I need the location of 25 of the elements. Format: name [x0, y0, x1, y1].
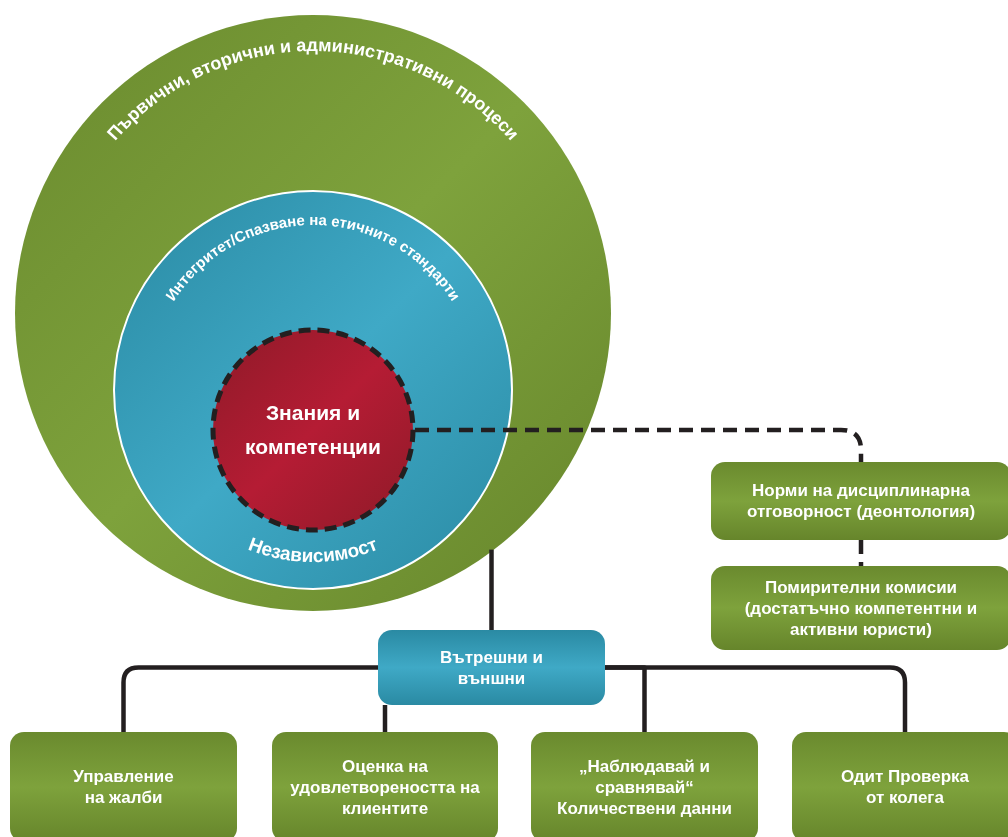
circle-label: Независимост	[245, 533, 381, 567]
node-label: Управление на жалби	[72, 766, 175, 808]
outer-circle	[15, 15, 611, 611]
connector-line	[121, 665, 378, 732]
node-label: „Наблюдавай и сравнявай“ Количествени данни	[556, 755, 733, 819]
node-label: Оценка на удовлетвореността на клиентите	[289, 755, 481, 819]
inner-circle	[213, 330, 413, 530]
connector-line	[605, 665, 908, 732]
connector-line	[489, 549, 494, 630]
process-box	[711, 462, 1008, 540]
connector-line	[858, 540, 864, 566]
process-box	[10, 732, 237, 837]
process-box	[531, 732, 758, 837]
process-box	[711, 566, 1008, 650]
node-label: Норми на дисциплинарна отговорност (деонтология)	[745, 480, 977, 522]
process-box	[378, 630, 605, 705]
node-label: Помирителни комисии (достатъчно компетентни и активни юристи)	[743, 576, 979, 640]
process-box	[792, 732, 1008, 837]
node-label: Одит Проверка от колега	[839, 766, 971, 808]
connector-line	[415, 427, 864, 462]
node-label: Вътрешни и външни	[439, 646, 544, 689]
connector-line	[382, 705, 388, 732]
node-label: Знания и компетенции	[244, 400, 382, 460]
process-box	[272, 732, 498, 837]
middle-circle	[113, 190, 513, 590]
